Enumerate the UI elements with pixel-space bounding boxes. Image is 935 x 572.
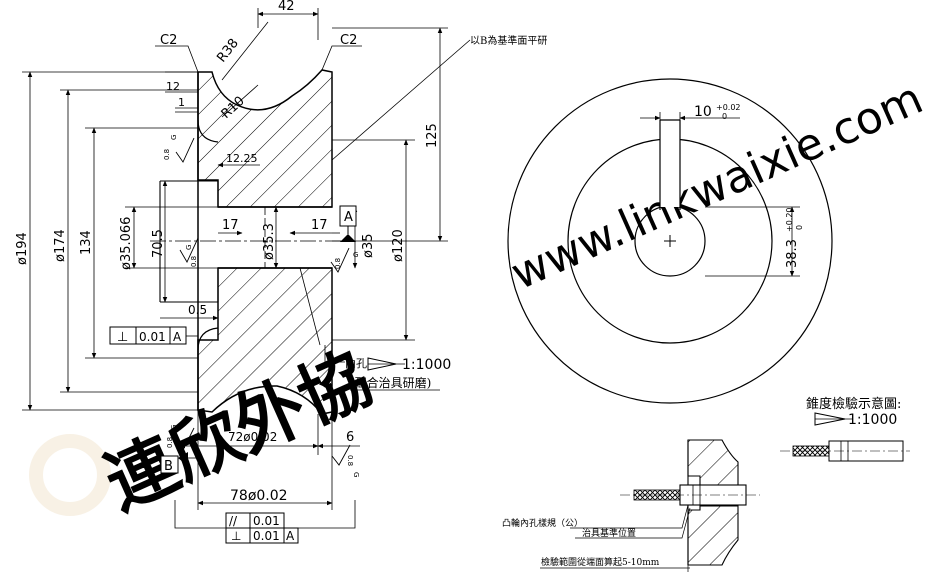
dim-12-25: 12.25 [226, 152, 258, 165]
dimension-lines [22, 8, 471, 529]
finish-method-5: G [352, 472, 360, 477]
tolerance-frame-perp-left: ⊥ 0.01 A [109, 326, 187, 345]
key-tol-lower: 0 [722, 112, 727, 121]
perp-left-datum: A [173, 330, 182, 344]
parallel-symbol: // [229, 514, 238, 528]
dim-17-b: 17 [311, 218, 328, 233]
taper-check-ratio: 1:1000 [848, 412, 897, 428]
dim-1: 1 [178, 96, 185, 109]
dim-12: 12 [166, 80, 180, 93]
finish-value-1: 0.8 [163, 149, 171, 160]
taper-check: 錐度檢驗示意圖: 1:1000 [780, 396, 910, 462]
dim-35-3: ø35.3 [262, 223, 277, 260]
dim-78: 78ø0.02 [230, 488, 288, 504]
dim-70-5: 70.5 [151, 229, 166, 258]
dim-6: 6 [346, 430, 354, 445]
perp-bottom-value: 0.01 [253, 529, 280, 543]
section-view [150, 69, 355, 415]
taper-ratio: 1:1000 [402, 357, 451, 373]
taper-check-title: 錐度檢驗示意圖: [806, 396, 901, 412]
flat-ref-text: 以B為基準面平研 [470, 34, 547, 47]
perp-bottom-datum: A [286, 529, 295, 543]
fixture-sketch [540, 439, 760, 572]
dim-134: 134 [79, 230, 94, 255]
dim-120: ø120 [391, 229, 406, 262]
dim-72: 72ø0.02 [228, 430, 277, 444]
parallel-value: 0.01 [253, 514, 280, 528]
finish-value-5: 0.8 [346, 455, 354, 466]
lapping-note: (配合治具研磨) [350, 375, 431, 390]
dim-42: 42 [278, 0, 295, 14]
watermark-logo [29, 434, 111, 516]
end-view [507, 78, 833, 404]
datum-b: B [160, 452, 188, 474]
perp-bottom-symbol: ⊥ [231, 529, 241, 543]
depth-tol-lower: 0 [795, 225, 804, 230]
key-tol-upper: +0.02 [716, 103, 741, 112]
finish-method-2: G [185, 245, 193, 250]
fixture-labels: 凸輪內孔樣規（公） 治具基準位置 檢驗範圍從端面算起5-10mm [502, 517, 660, 568]
section-upper [197, 69, 333, 208]
finish-method-1: G [170, 135, 178, 140]
perp-left-symbol: ⊥ [117, 330, 128, 345]
end-view-labels: 10 +0.02 0 38.3 +0.20 0 [694, 103, 804, 268]
dim-0-5: 0.5 [188, 303, 207, 317]
finish-method-4: G [170, 425, 178, 430]
dim-35-066: ø35.066 [119, 217, 134, 270]
datum-b-label: B [164, 459, 173, 474]
flat-reference-note: 以B為基準面平研 [470, 34, 547, 47]
key-depth: 38.3 [785, 239, 800, 268]
bore-label: 內孔 [345, 357, 367, 370]
fixture-ref: 治具基準位置 [582, 527, 636, 539]
fixture-upper [687, 439, 739, 487]
surface-finish-marks [175, 137, 351, 466]
finish-value-3: 0.8 [334, 258, 342, 269]
range-note: 檢驗範圍從端面算起5-10mm [541, 556, 660, 568]
finish-value-4: 0.8 [166, 437, 174, 448]
dim-r38: R38 [214, 36, 242, 65]
perp-left-value: 0.01 [139, 330, 166, 344]
dim-35: ø35 [361, 234, 376, 259]
taper-note: 內孔 1:1000 (配合治具研磨) [345, 357, 451, 391]
datum-a-label: A [344, 210, 353, 225]
section-lower [197, 267, 333, 415]
dim-125: 125 [425, 123, 440, 148]
gauge-label: 凸輪內孔樣規（公） [502, 517, 583, 529]
dim-194: ø194 [15, 232, 30, 265]
dim-17-a: 17 [222, 218, 239, 233]
finish-value-2: 0.8 [190, 256, 198, 267]
depth-tol-upper: +0.20 [785, 207, 794, 232]
tolerance-frame-parallel: // 0.01 [225, 512, 285, 529]
fixture-lower [687, 505, 739, 566]
dim-c2-left: C2 [160, 33, 177, 48]
tolerance-frame-perp-bottom: ⊥ 0.01 A [225, 527, 299, 544]
datum-a: A [339, 205, 357, 242]
key-width: 10 [694, 104, 712, 120]
dim-174: ø174 [53, 229, 68, 262]
dim-c2-right: C2 [340, 33, 357, 48]
finish-method-3: G [353, 251, 358, 259]
